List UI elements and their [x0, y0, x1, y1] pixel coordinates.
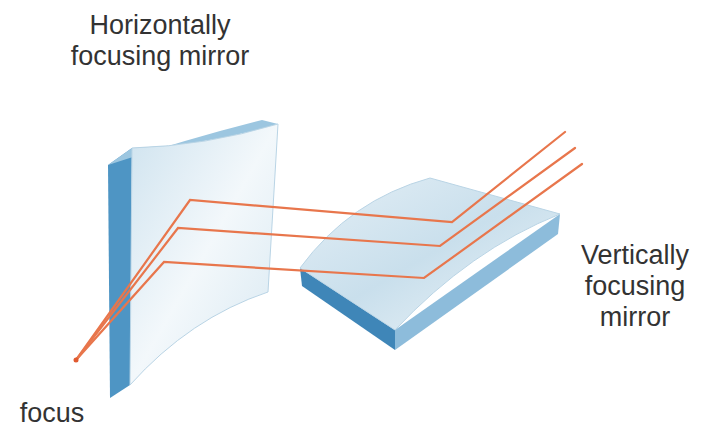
focus-point [74, 358, 79, 363]
mirror-label: focus [2, 398, 102, 429]
horizontal-mirror [108, 120, 278, 398]
mirror-label: Vertically focusing mirror [560, 240, 709, 333]
vertical-mirror [300, 178, 560, 350]
x-ray-beams [76, 132, 582, 360]
mirror-label: Horizontally focusing mirror [60, 10, 260, 72]
